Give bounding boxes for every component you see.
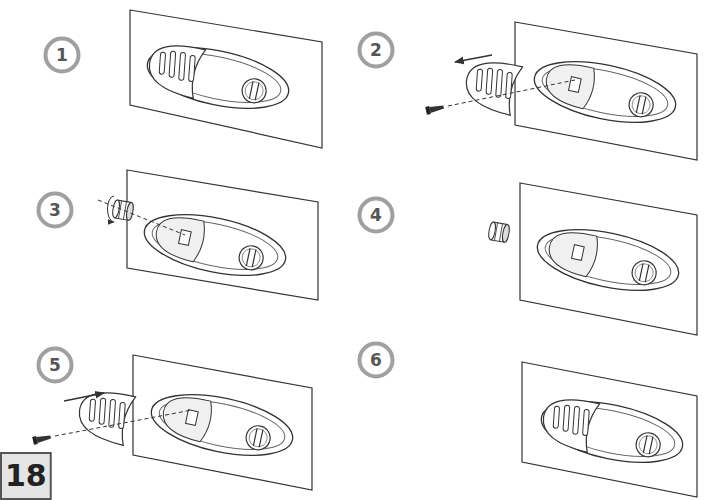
step-number: 1	[43, 36, 81, 74]
step-number-text: 3	[49, 202, 61, 219]
page-box	[1, 453, 51, 499]
step-number: 5	[36, 346, 74, 384]
step-number: 2	[357, 31, 395, 69]
wall-panel	[515, 22, 697, 160]
step-number: 3	[36, 191, 74, 229]
step-number-text: 2	[370, 42, 382, 59]
handle-body	[536, 391, 688, 474]
slotted-cap	[74, 386, 135, 446]
recess	[152, 212, 207, 263]
wall-panels	[127, 10, 697, 497]
step-circle	[39, 194, 72, 227]
loose-cap	[461, 56, 522, 116]
step-circle	[39, 349, 72, 382]
insert	[112, 200, 135, 221]
page-number: 18	[0, 452, 52, 500]
handle-body	[532, 219, 684, 302]
slotted-cap	[144, 39, 205, 99]
recess	[159, 392, 214, 443]
wall-panel	[520, 183, 697, 335]
wall-panel	[130, 10, 322, 148]
handle-body	[139, 204, 291, 287]
page-number-text: 18	[5, 461, 47, 491]
wall-panel	[127, 170, 318, 300]
handle-body	[142, 37, 294, 120]
step-number-text: 5	[49, 357, 61, 374]
arrow	[64, 393, 104, 401]
insert	[488, 222, 511, 243]
handle	[532, 219, 684, 302]
step-number-text: 4	[370, 207, 382, 224]
screw	[32, 433, 51, 445]
handle	[139, 204, 291, 287]
handle-body	[529, 51, 681, 134]
step-circle	[360, 344, 393, 377]
step-circle	[46, 39, 79, 72]
handle	[142, 37, 294, 120]
wall-panel	[133, 355, 312, 490]
slotted-cap	[538, 393, 599, 453]
loose-cap	[74, 386, 135, 446]
handle	[529, 51, 681, 134]
arrow	[455, 55, 492, 62]
dashed-guide	[448, 80, 575, 106]
step-number: 6	[357, 341, 395, 379]
recess	[545, 227, 600, 278]
handle	[146, 384, 298, 467]
recess	[542, 59, 597, 110]
handle-body	[146, 384, 298, 467]
wall-panel	[522, 362, 697, 497]
step-number-text: 6	[370, 352, 382, 369]
screw	[425, 103, 444, 115]
step-number-text: 1	[56, 47, 68, 64]
slotted-cap	[461, 56, 522, 116]
dashed-guide	[55, 410, 192, 436]
step-circle	[360, 34, 393, 67]
step-number: 4	[357, 196, 395, 234]
step-circle	[360, 199, 393, 232]
handle	[536, 391, 688, 474]
dashed-guide	[98, 200, 185, 235]
rotation-arrow	[108, 196, 115, 222]
